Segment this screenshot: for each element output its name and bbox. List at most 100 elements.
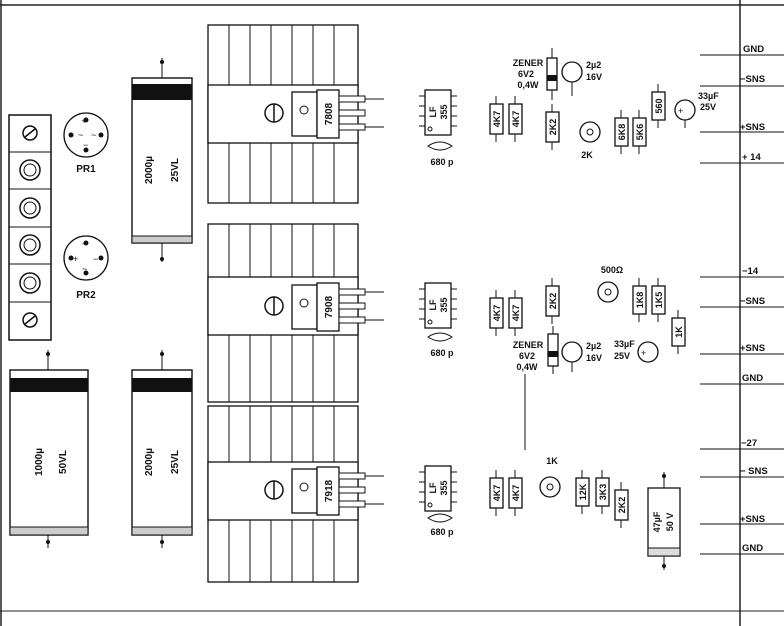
heatsink-3: 7918 xyxy=(207,405,384,583)
svg-text:4K7: 4K7 xyxy=(511,305,521,322)
svg-text:ZENER: ZENER xyxy=(513,340,544,350)
stage3-resistors: 4K7 4K7 12K 3K3 2K2 xyxy=(489,470,629,528)
opamp-1: LF 355 680 p xyxy=(419,89,457,167)
svg-text:4K7: 4K7 xyxy=(492,305,502,322)
svg-text:25VL: 25VL xyxy=(170,158,181,182)
svg-text:+: + xyxy=(678,106,683,116)
stage1-zener: ZENER 6V2 0,4W xyxy=(513,48,558,100)
svg-text:2000µ: 2000µ xyxy=(144,156,155,184)
label-pr1: PR1 xyxy=(76,164,96,175)
output-label-9: −27 xyxy=(741,438,757,449)
output-label-11: +SNS xyxy=(740,514,765,525)
svg-text:50 V: 50 V xyxy=(665,513,675,532)
svg-text:0,4W: 0,4W xyxy=(517,80,539,90)
svg-text:+: + xyxy=(73,254,78,264)
svg-text:33µF: 33µF xyxy=(698,91,719,101)
svg-text:4K7: 4K7 xyxy=(492,111,502,128)
svg-text:2µ2: 2µ2 xyxy=(586,341,601,351)
svg-text:1K8: 1K8 xyxy=(635,292,645,309)
svg-text:6K8: 6K8 xyxy=(617,124,627,141)
label-pr2: PR2 xyxy=(76,290,96,301)
output-label-1: GND xyxy=(743,44,764,55)
opamp-2: LF 355 680 p xyxy=(419,282,457,358)
svg-text:500Ω: 500Ω xyxy=(601,265,623,275)
svg-text:1K: 1K xyxy=(674,326,684,338)
svg-text:2K: 2K xyxy=(581,150,593,160)
svg-text:3K3: 3K3 xyxy=(598,484,608,501)
svg-text:47µF: 47µF xyxy=(652,511,662,532)
svg-text:LF: LF xyxy=(428,106,438,117)
svg-text:+: + xyxy=(641,348,646,358)
svg-text:12K: 12K xyxy=(578,483,588,500)
svg-text:1000µ: 1000µ xyxy=(34,448,45,476)
svg-text:~: ~ xyxy=(82,264,87,274)
output-label-2: −SNS xyxy=(740,74,765,85)
svg-text:ZENER: ZENER xyxy=(513,58,544,68)
svg-text:~: ~ xyxy=(91,130,96,140)
svg-text:6V2: 6V2 xyxy=(519,351,535,361)
svg-text:680 p: 680 p xyxy=(430,348,454,358)
svg-text:1K5: 1K5 xyxy=(654,292,664,309)
output-label-6: −SNS xyxy=(740,296,765,307)
svg-text:~: ~ xyxy=(78,130,83,140)
output-label-3: +SNS xyxy=(740,122,765,133)
stage2-ecap: 33µF 25V + xyxy=(614,339,659,363)
svg-text:7908: 7908 xyxy=(324,295,335,318)
svg-text:355: 355 xyxy=(439,480,449,495)
svg-text:LF: LF xyxy=(428,482,438,493)
svg-text:5K6: 5K6 xyxy=(635,124,645,141)
stage2-zener: ZENER 6V2 0,4W xyxy=(513,326,559,450)
svg-text:2K2: 2K2 xyxy=(548,119,558,136)
svg-text:7808: 7808 xyxy=(324,102,335,125)
svg-text:+: + xyxy=(81,116,86,126)
output-label-12: GND xyxy=(742,543,763,554)
svg-text:560: 560 xyxy=(654,98,664,113)
opamp-3: LF 355 680 p xyxy=(419,465,457,537)
svg-text:6V2: 6V2 xyxy=(518,69,534,79)
output-label-7: +SNS xyxy=(740,343,765,354)
svg-text:2K2: 2K2 xyxy=(617,497,627,514)
bridge-rectifier-pr1: + ~ ~ − xyxy=(63,112,109,158)
svg-text:LF: LF xyxy=(428,299,438,310)
svg-text:355: 355 xyxy=(439,297,449,312)
svg-text:25VL: 25VL xyxy=(170,450,181,474)
stage3-pot: 1K xyxy=(539,456,561,498)
heatsink-2: 7908 xyxy=(207,223,384,403)
svg-text:2µ2: 2µ2 xyxy=(586,60,601,70)
svg-text:50VL: 50VL xyxy=(58,450,69,474)
stage2-pot: 500Ω xyxy=(597,265,623,303)
svg-text:25V: 25V xyxy=(700,102,716,112)
stage1-ecap: + 33µF 25V xyxy=(674,91,719,128)
capacitor-c1: 2000µ 25VL xyxy=(131,58,193,262)
output-label-10: − SNS xyxy=(740,466,768,477)
svg-text:680 p: 680 p xyxy=(430,157,454,167)
screw-terminal-strip xyxy=(8,114,52,341)
svg-text:−: − xyxy=(83,140,88,150)
svg-text:−: − xyxy=(93,254,98,264)
output-label-4: + 14 xyxy=(742,152,761,163)
stage1-resistors: 4K7 4K7 2K2 2K 6K8 5K6 560 xyxy=(489,84,666,160)
svg-text:1K: 1K xyxy=(546,456,558,466)
output-lines xyxy=(700,54,784,555)
svg-text:16V: 16V xyxy=(586,353,602,363)
svg-text:7918: 7918 xyxy=(324,479,335,502)
svg-text:2K2: 2K2 xyxy=(548,293,558,310)
svg-text:16V: 16V xyxy=(586,72,602,82)
output-label-5: −14 xyxy=(742,266,759,277)
svg-text:4K7: 4K7 xyxy=(492,485,502,502)
output-label-8: GND xyxy=(742,373,763,384)
stage2-resistors: 4K7 4K7 2K2 1K8 1K5 1K xyxy=(489,278,686,354)
svg-text:680 p: 680 p xyxy=(430,527,454,537)
svg-text:4K7: 4K7 xyxy=(511,111,521,128)
capacitor-c3: 2000µ 25VL xyxy=(131,350,193,548)
svg-text:355: 355 xyxy=(439,104,449,119)
svg-text:33µF: 33µF xyxy=(614,339,635,349)
svg-text:0,4W: 0,4W xyxy=(516,362,538,372)
bridge-rectifier-pr2: ~ + − ~ xyxy=(63,235,109,281)
capacitor-c2: 1000µ 50VL xyxy=(9,350,89,548)
svg-text:~: ~ xyxy=(82,239,87,249)
stage1-cap-2u2: 2µ2 16V xyxy=(561,60,602,96)
svg-text:4K7: 4K7 xyxy=(511,485,521,502)
svg-text:2000µ: 2000µ xyxy=(144,448,155,476)
